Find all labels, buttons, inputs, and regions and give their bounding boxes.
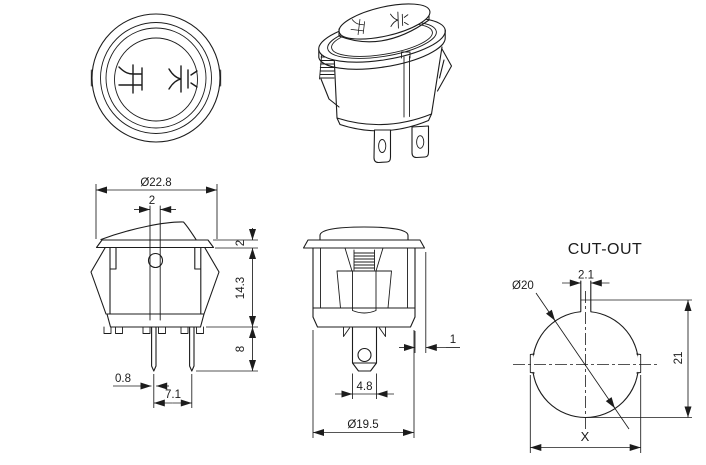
plunger xyxy=(352,270,377,314)
body-inner-walls xyxy=(320,247,408,309)
front-view-dimensions: Ø22.8 2 2 14.3 8 0.8 7.1 xyxy=(95,177,258,408)
cutout-dimensions: Ø20 2.1 21 X xyxy=(512,270,692,453)
dim-terminal-pitch: 7.1 xyxy=(165,389,181,401)
side-view: 1 4.8 Ø19.5 xyxy=(302,226,460,438)
dim-flange-thickness: 2 xyxy=(235,240,247,246)
dim-terminal-thickness: 0.8 xyxy=(115,373,131,385)
cutout-view: CUT-OUT Ø20 2.1 21 X xyxy=(512,241,692,453)
pivot-seam xyxy=(401,51,411,118)
dim-notch-width: 2.1 xyxy=(578,270,594,282)
dim-flange-diameter: Ø22.8 xyxy=(140,177,171,189)
off-character xyxy=(168,65,198,93)
dim-actuator-width: 2 xyxy=(149,195,155,207)
top-view-bezel-ring xyxy=(100,22,212,134)
dim-flange-overhang: 1 xyxy=(450,334,456,346)
dim-body-diameter: Ø19.5 xyxy=(347,419,378,431)
terminal-front-hole xyxy=(378,139,387,153)
dim-terminal-length: 8 xyxy=(235,346,247,352)
right-snap-wing xyxy=(436,48,453,92)
pivot-hole xyxy=(147,252,164,269)
plunger-shoulder xyxy=(336,270,392,309)
terminal-pins xyxy=(151,326,195,372)
cutout-title: CUT-OUT xyxy=(568,241,643,258)
terminal-barbs xyxy=(343,326,386,337)
front-view: Ø22.8 2 2 14.3 8 0.8 7.1 xyxy=(90,177,258,408)
mounting-feet xyxy=(103,326,204,334)
dim-cutout-height: 21 xyxy=(673,352,685,365)
flange xyxy=(302,239,426,249)
body-walls xyxy=(109,247,202,315)
on-character xyxy=(118,64,143,94)
perspective-view xyxy=(318,3,453,164)
snap-wings xyxy=(90,247,220,315)
terminal-hole xyxy=(357,347,372,363)
top-view-side-keys xyxy=(90,69,222,87)
base xyxy=(106,313,205,328)
actuator-lines xyxy=(149,205,161,321)
rocker-dome xyxy=(319,226,409,241)
dim-cutout-width: X xyxy=(581,429,590,444)
left-snap-wing xyxy=(320,78,340,108)
plunger-neck xyxy=(344,247,384,272)
terminal-front xyxy=(373,129,392,164)
side-view-dimensions: 1 4.8 Ø19.5 xyxy=(312,252,460,438)
terminal-rear xyxy=(411,125,430,159)
rocker-profile xyxy=(100,221,197,241)
top-view-outer-rim xyxy=(91,13,221,143)
terminal-rear-hole xyxy=(416,135,425,149)
spring xyxy=(353,249,375,271)
body-skirt xyxy=(312,316,416,328)
flange xyxy=(95,239,215,249)
dim-body-height: 14.3 xyxy=(235,277,247,299)
flange-thickness xyxy=(318,29,446,70)
top-view-rocker-edge xyxy=(114,37,198,122)
body-walls xyxy=(312,247,416,318)
center-terminal xyxy=(351,326,378,372)
top-view-bezel-inner-ring xyxy=(105,27,207,129)
body-sides xyxy=(333,46,443,119)
cutout-side-notches xyxy=(529,353,642,374)
dim-terminal-width: 4.8 xyxy=(357,381,373,393)
dim-hole-diameter: Ø20 xyxy=(512,280,534,292)
top-view xyxy=(90,13,222,143)
